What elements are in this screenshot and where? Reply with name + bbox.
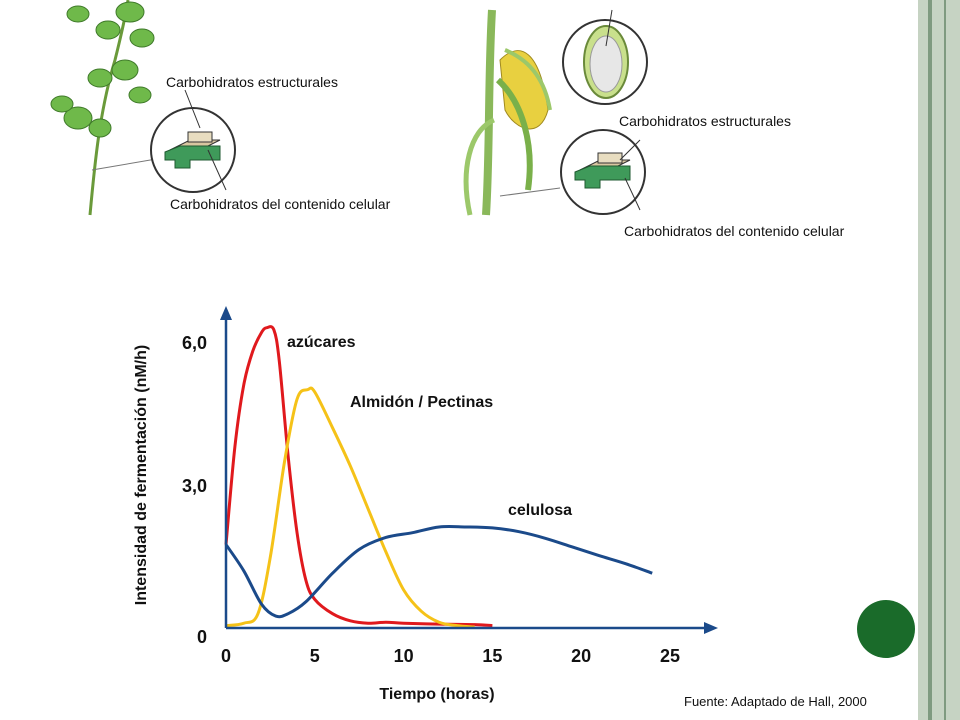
label-left-structural: Carbohidratos estructurales xyxy=(166,74,338,90)
label-right-cell-content: Carbohidratos del contenido celular xyxy=(624,223,845,239)
x-tick-label: 5 xyxy=(310,646,320,666)
label-right-structural: Carbohidratos estructurales xyxy=(619,113,791,129)
side-decor-bar-line xyxy=(928,0,932,720)
x-axis-title: Tiempo (horas) xyxy=(379,686,494,703)
series-line-starch xyxy=(225,386,475,629)
series-line-cellulose xyxy=(224,524,653,619)
x-tick-label: 0 xyxy=(221,646,231,666)
axes xyxy=(220,306,718,634)
y-tick-label: 6,0 xyxy=(182,333,207,353)
y-axis-title: Intensidad de fermentación (nM/h) xyxy=(133,345,150,605)
source-note: Fuente: Adaptado de Hall, 2000 xyxy=(684,694,867,709)
x-tick-label: 25 xyxy=(660,646,680,666)
series-layer xyxy=(224,325,653,629)
x-axis-arrow xyxy=(704,622,718,634)
cell-wall-diagram-left xyxy=(164,131,221,169)
series-label-sugars: azúcares xyxy=(287,334,356,351)
y-tick-label: 3,0 xyxy=(182,476,207,496)
x-tick-label: 15 xyxy=(482,646,502,666)
series-label-cellulose: celulosa xyxy=(508,502,572,519)
plant-illustrations xyxy=(50,0,648,216)
side-decor-bar-line-2 xyxy=(944,0,946,720)
decor-green-circle xyxy=(857,600,915,658)
side-decor-bar-outer xyxy=(918,0,960,720)
series-line-sugars xyxy=(224,325,493,628)
y-axis-arrow xyxy=(220,306,232,320)
label-left-cell-content: Carbohidratos del contenido celular xyxy=(170,196,391,212)
alfalfa-plant-illustration xyxy=(50,0,236,216)
y-tick-labels: 0 3,0 6,0 xyxy=(182,333,207,647)
x-tick-label: 10 xyxy=(394,646,414,666)
corn-plant-illustration xyxy=(463,9,648,216)
x-tick-labels: 0 5 10 15 20 25 xyxy=(221,646,680,666)
x-tick-label: 20 xyxy=(571,646,591,666)
y-tick-label: 0 xyxy=(197,627,207,647)
series-label-starch: Almidón / Pectinas xyxy=(350,394,493,411)
